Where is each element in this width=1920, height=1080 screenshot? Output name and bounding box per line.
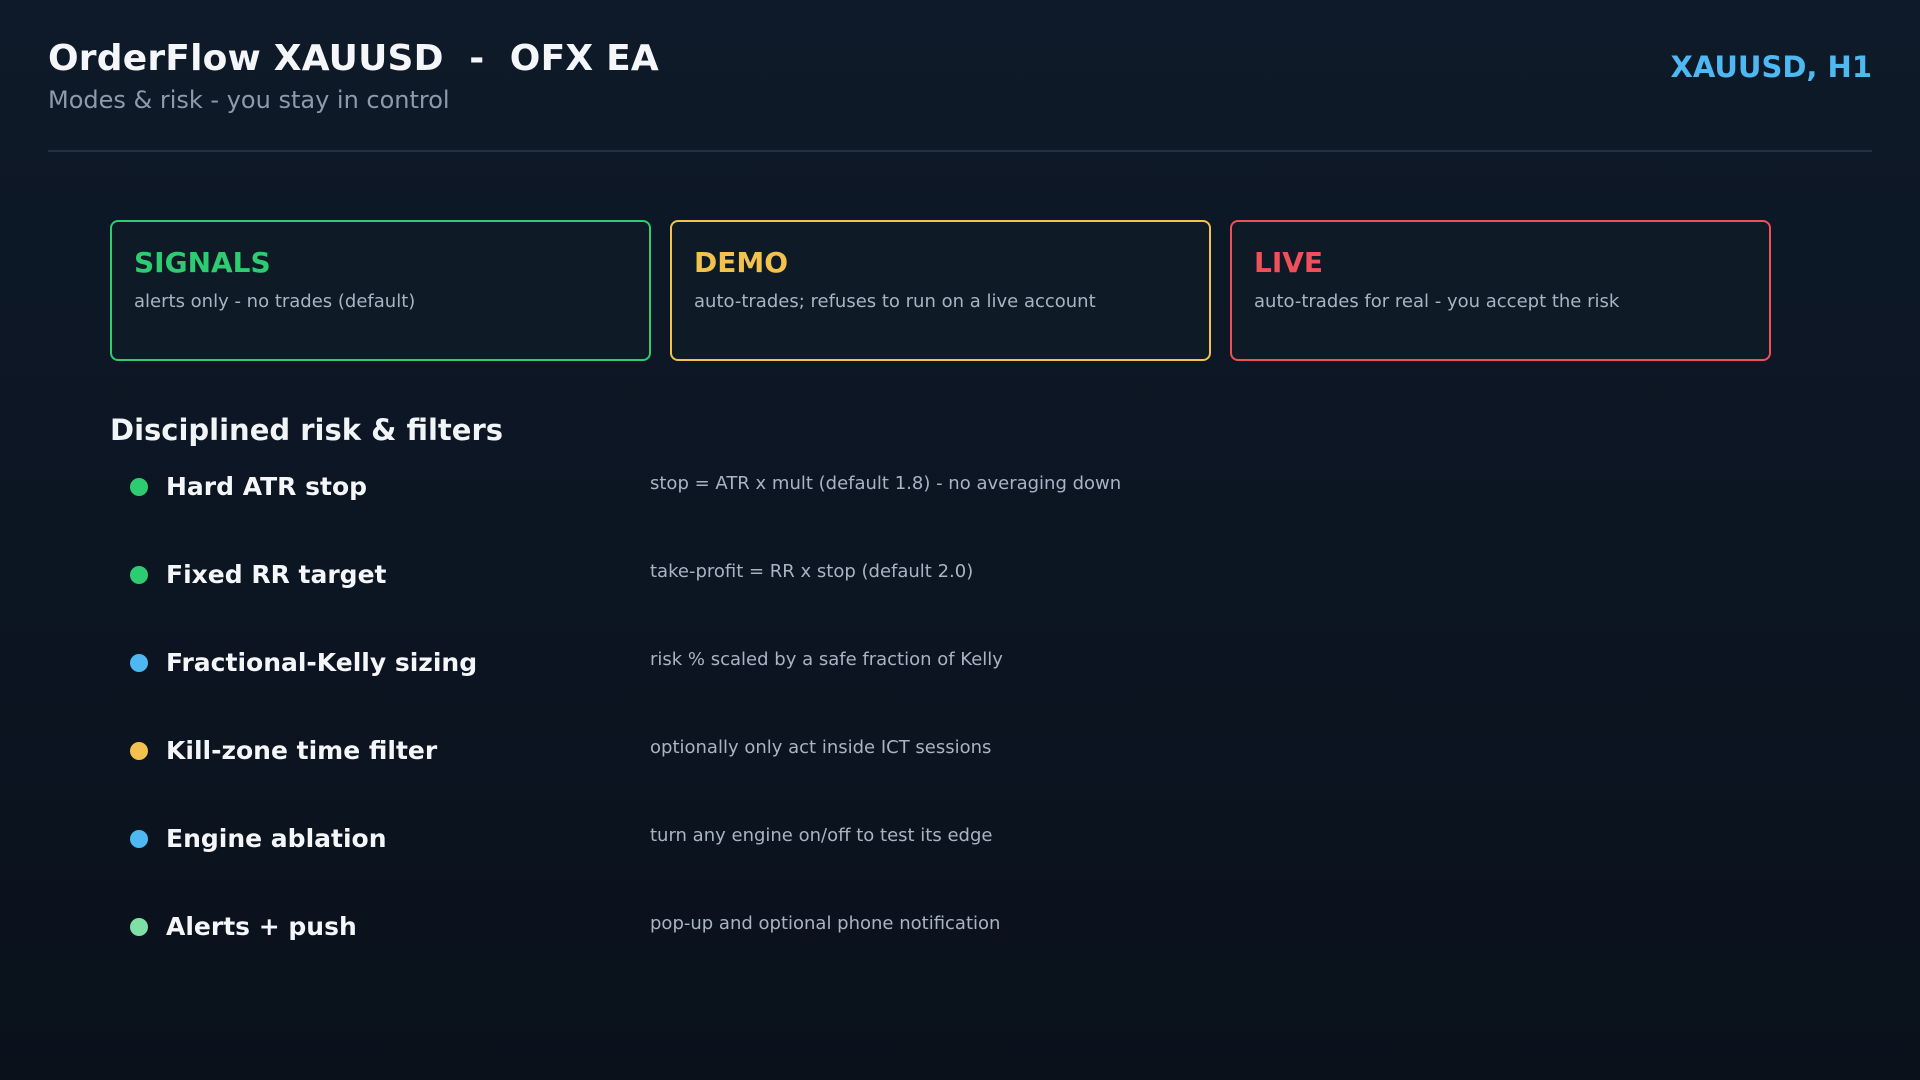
mode-card-title: SIGNALS xyxy=(134,246,271,279)
header-divider xyxy=(48,150,1872,152)
mode-card-description: auto-trades for real - you accept the ri… xyxy=(1254,291,1620,312)
feature-description: risk % scaled by a safe fraction of Kell… xyxy=(650,649,1003,670)
feature-name: Alerts + push xyxy=(166,912,357,941)
page-subtitle: Modes & risk - you stay in control xyxy=(48,86,450,114)
page-title: OrderFlow XAUUSD - OFX EA xyxy=(48,38,659,79)
feature-name: Kill-zone time filter xyxy=(166,736,438,765)
mint-dot-icon xyxy=(130,918,148,936)
mode-cards: SIGNALS alerts only - no trades (default… xyxy=(110,220,1772,361)
mode-card-live: LIVE auto-trades for real - you accept t… xyxy=(1230,220,1771,361)
feature-description: take-profit = RR x stop (default 2.0) xyxy=(650,561,974,582)
header: OrderFlow XAUUSD - OFX EA Modes & risk -… xyxy=(48,36,1872,120)
green-dot-icon xyxy=(130,478,148,496)
feature-description: turn any engine on/off to test its edge xyxy=(650,825,993,846)
feature-item: Engine ablation turn any engine on/off t… xyxy=(110,812,1510,900)
mode-card-signals: SIGNALS alerts only - no trades (default… xyxy=(110,220,651,361)
feature-item: Fractional-Kelly sizing risk % scaled by… xyxy=(110,636,1510,724)
feature-name: Engine ablation xyxy=(166,824,387,853)
feature-description: pop-up and optional phone notification xyxy=(650,913,1001,934)
feature-item: Hard ATR stop stop = ATR x mult (default… xyxy=(110,460,1510,548)
mode-card-title: DEMO xyxy=(694,246,789,279)
blue-dot-icon xyxy=(130,654,148,672)
feature-item: Fixed RR target take-profit = RR x stop … xyxy=(110,548,1510,636)
section-title: Disciplined risk & filters xyxy=(110,413,504,447)
feature-name: Fractional-Kelly sizing xyxy=(166,648,478,677)
feature-item: Alerts + push pop-up and optional phone … xyxy=(110,900,1510,988)
mode-card-title: LIVE xyxy=(1254,246,1324,279)
mode-card-demo: DEMO auto-trades; refuses to run on a li… xyxy=(670,220,1211,361)
feature-name: Fixed RR target xyxy=(166,560,387,589)
mode-card-description: alerts only - no trades (default) xyxy=(134,291,416,312)
feature-item: Kill-zone time filter optionally only ac… xyxy=(110,724,1510,812)
mode-card-description: auto-trades; refuses to run on a live ac… xyxy=(694,291,1096,312)
feature-name: Hard ATR stop xyxy=(166,472,368,501)
green-dot-icon xyxy=(130,566,148,584)
blue-dot-icon xyxy=(130,830,148,848)
yellow-dot-icon xyxy=(130,742,148,760)
feature-description: stop = ATR x mult (default 1.8) - no ave… xyxy=(650,473,1122,494)
feature-list: Hard ATR stop stop = ATR x mult (default… xyxy=(110,460,1510,988)
feature-description: optionally only act inside ICT sessions xyxy=(650,737,992,758)
symbol-timeframe-label: XAUUSD, H1 xyxy=(1670,50,1872,84)
